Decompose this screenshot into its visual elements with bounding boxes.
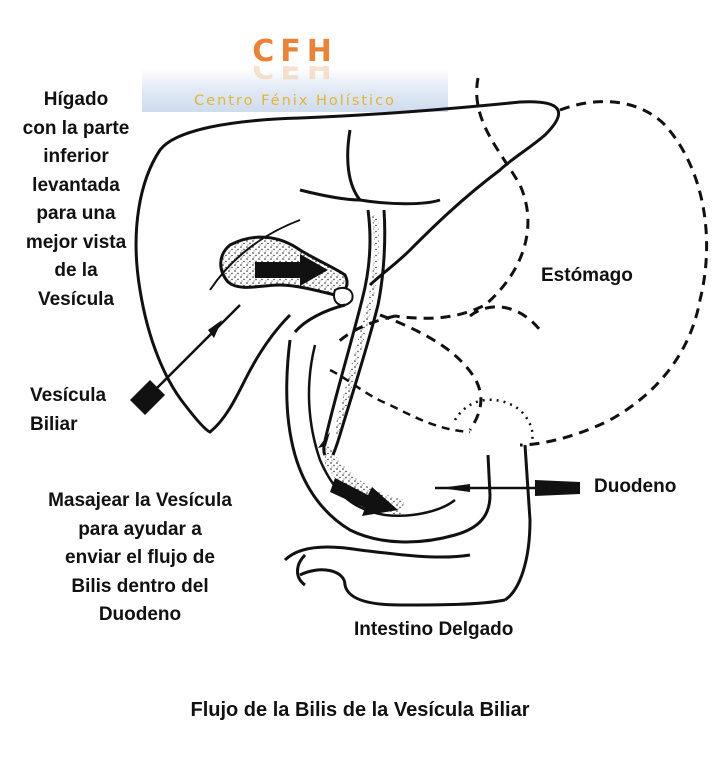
duct-connector bbox=[293, 303, 346, 334]
label-masajear: Masajear la Vesícula para ayudar a envia… bbox=[48, 490, 232, 625]
label-vesicula-biliar: Vesícula Biliar bbox=[30, 385, 107, 435]
bile-flow-arrow-2 bbox=[330, 478, 398, 516]
label-higado: Hígado con la parte inferior levantada p… bbox=[22, 89, 130, 310]
logo-band bbox=[142, 68, 448, 112]
stomach-outline bbox=[333, 77, 709, 447]
cystic-duct bbox=[333, 287, 354, 307]
small-intestine bbox=[283, 545, 506, 607]
duodeno-pointer-tip bbox=[440, 484, 470, 492]
label-estomago: Estómago bbox=[541, 265, 633, 286]
label-duodeno: Duodeno bbox=[594, 476, 677, 497]
vesicula-pointer-head bbox=[130, 380, 165, 415]
bile-flow-arrow-1 bbox=[255, 254, 328, 286]
bile-flow-arrow-3 bbox=[318, 432, 330, 448]
logo-subtitle: Centro Fénix Holístico bbox=[194, 93, 396, 109]
pylorus-dotted bbox=[453, 398, 534, 451]
liver-outline bbox=[134, 100, 561, 434]
vesicula-pointer-tip bbox=[208, 320, 222, 338]
duodenum-outer bbox=[285, 339, 532, 602]
bile-duct-fill bbox=[335, 215, 379, 440]
duodenum-stipple bbox=[325, 440, 405, 515]
figure-title: Flujo de la Bilis de la Vesícula Biliar bbox=[190, 699, 530, 721]
label-intestino-delgado: Intestino Delgado bbox=[354, 619, 514, 640]
duodeno-pointer-head bbox=[535, 480, 580, 496]
logo: CFH bbox=[252, 34, 338, 69]
